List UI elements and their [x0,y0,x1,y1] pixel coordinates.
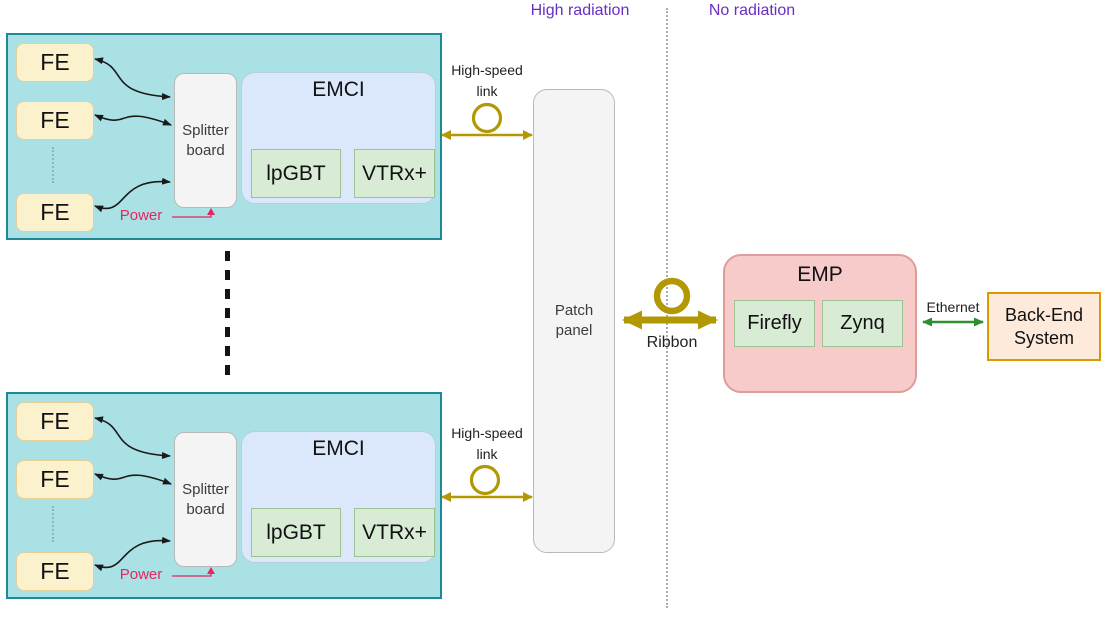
lpgbt-chip: lpGBT [251,508,341,557]
ribbon-arrow [622,277,718,330]
power-arrow [172,567,215,577]
backend-system: Back-End System [987,292,1101,361]
splitter-board-label: Splitter board [182,481,229,518]
high-speed-link-arrow [441,102,533,140]
high-speed-link-arrow [441,464,533,502]
fe-box: FE [16,402,94,441]
fe3-to-splitter-arrow [94,536,171,572]
fe-label: FE [40,466,70,492]
splitter-board: Splitter board [174,73,237,208]
fe-box: FE [16,43,94,82]
fe-label: FE [40,558,70,584]
ethernet-arrow [922,317,984,327]
module-1-connections [94,57,215,218]
backend-system-label: Back-End System [1004,305,1084,348]
emci-title: EMCI [312,78,365,101]
fe-ellipsis [52,147,54,183]
emp-title: EMP [797,263,843,286]
high-speed-link-label: High-speed link [451,62,523,99]
fe1-to-splitter-arrow [94,57,171,101]
emci-board: EMCI lpGBT VTRx+ [241,431,436,563]
lpgbt-label: lpGBT [266,161,326,185]
fiber-loop-icon [469,464,501,496]
power-label: Power [119,207,163,224]
fe2-to-splitter-arrow [94,114,172,126]
fe-box: FE [16,552,94,591]
splitter-board: Splitter board [174,432,237,567]
emci-title: EMCI [312,437,365,460]
vtrx-chip: VTRx+ [354,508,435,557]
fe-label: FE [40,49,70,75]
ethernet-label: Ethernet [926,299,980,315]
power-label: Power [119,566,163,583]
high-radiation-zone-label: High radiation [530,2,630,19]
module-2-connections [94,416,215,577]
detector-module-2: FE FE FE Splitter board EMCI lpGBT VTRx+… [6,392,442,599]
fiber-loop-icon [653,277,691,315]
ribbon-label: Ribbon [646,334,698,351]
fe-box: FE [16,101,94,140]
emci-board: EMCI lpGBT VTRx+ [241,72,436,204]
firefly-chip: Firefly [734,300,815,347]
fe1-to-splitter-arrow [94,416,171,460]
vtrx-label: VTRx+ [362,161,427,185]
zynq-chip: Zynq [822,300,903,347]
vtrx-label: VTRx+ [362,520,427,544]
high-speed-link-label: High-speed link [451,425,523,462]
lpgbt-label: lpGBT [266,520,326,544]
detector-module-1: FE FE FE Splitter board EMCI lpGBT VTRx+… [6,33,442,240]
fe-box: FE [16,460,94,499]
fe-label: FE [40,199,70,225]
fe-label: FE [40,408,70,434]
fiber-loop-icon [471,102,503,134]
fe-label: FE [40,107,70,133]
no-radiation-zone-label: No radiation [708,2,796,19]
vtrx-chip: VTRx+ [354,149,435,198]
zynq-label: Zynq [840,312,885,334]
fe3-to-splitter-arrow [94,177,171,213]
patch-panel: Patch panel [533,89,615,553]
splitter-board-label: Splitter board [182,122,229,159]
lpgbt-chip: lpGBT [251,149,341,198]
fe-ellipsis [52,506,54,542]
fe2-to-splitter-arrow [94,473,172,485]
power-arrow [172,208,215,218]
firefly-label: Firefly [747,312,802,334]
module-ellipsis-line [225,251,230,382]
fe-box: FE [16,193,94,232]
emp-board: EMP Firefly Zynq [723,254,917,393]
patch-panel-label: Patch panel [554,301,594,339]
